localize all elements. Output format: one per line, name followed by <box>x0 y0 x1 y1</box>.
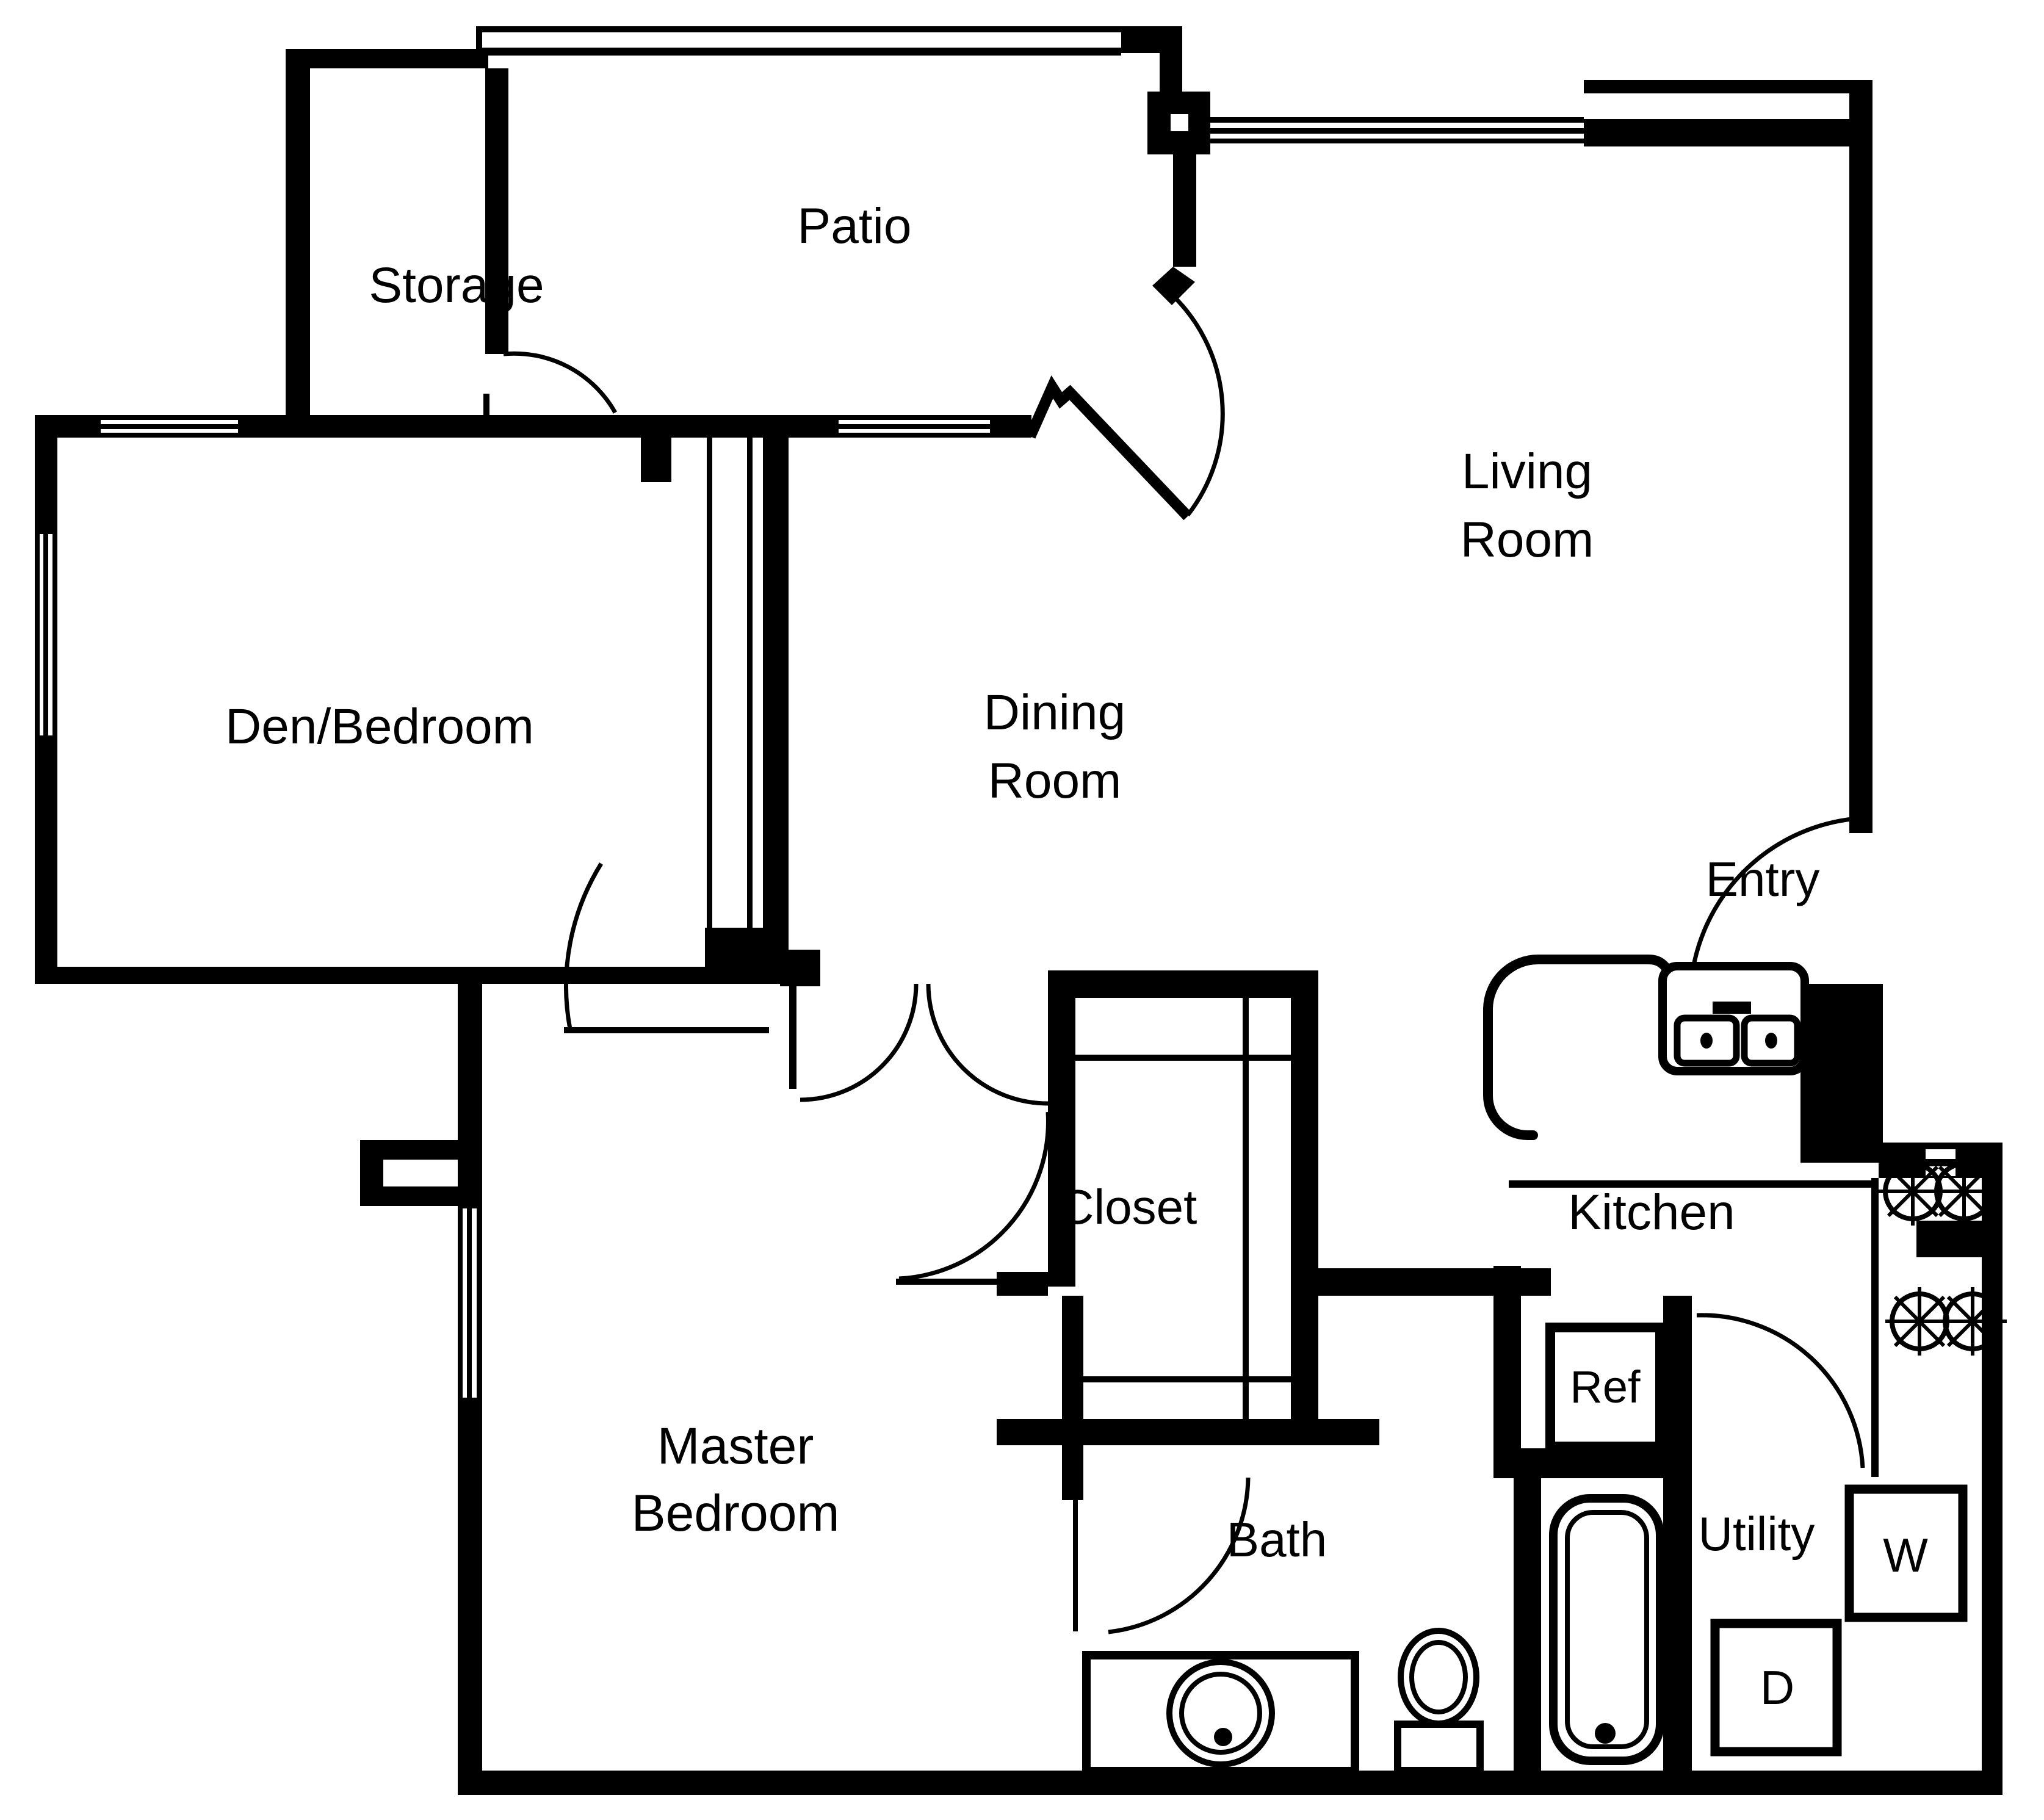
refrigerator <box>1545 1323 1665 1451</box>
living-room-right-wall <box>1849 80 1872 833</box>
sink-drain-right <box>1765 1033 1777 1049</box>
patio-door-arc <box>1167 290 1225 517</box>
room-label-master-bedroom-line2: Bedroom <box>632 1484 840 1542</box>
room-label-den-bedroom: Den/Bedroom <box>225 699 534 754</box>
storage-top-wall <box>286 49 488 68</box>
patio-post-lower-wall <box>1173 154 1196 267</box>
living-room-top-thin-line <box>1584 80 1872 93</box>
tub-left-wall <box>1514 1478 1541 1771</box>
den-pocket-door <box>641 421 820 986</box>
room-label-master-bedroom-line1: Master <box>657 1417 814 1475</box>
vestibule-wall-stub <box>997 1272 1048 1296</box>
patio-door-jamb-diamond <box>1152 267 1195 305</box>
walls <box>35 26 2002 1795</box>
storage-left-wall <box>286 49 310 438</box>
entry-corner-mass <box>1800 984 1883 1163</box>
vanity-sink-inner <box>1179 1672 1262 1755</box>
hall-double-door-right-arc <box>926 983 1049 1106</box>
room-label-dining-room-line1: Dining <box>984 685 1125 740</box>
closet-shelf-line-top <box>1075 1055 1291 1061</box>
hall-double-door-left-arc <box>800 983 919 1102</box>
room-label-bath: Bath <box>1227 1512 1327 1567</box>
entry-curved-counter-wall <box>1483 955 1689 1140</box>
room-label-living-room-line2: Room <box>1461 512 1594 568</box>
toilet-tank <box>1394 1721 1484 1774</box>
hall-door-leaf <box>789 984 796 1089</box>
room-label-dining-room-line2: Room <box>988 753 1122 809</box>
vestibule-door-line <box>896 1279 997 1285</box>
ref-pocket-walls <box>1493 1266 1692 1478</box>
stove-center-block <box>1916 1221 1982 1257</box>
kitchen-utility-door-arc <box>1696 1313 1865 1468</box>
exterior-bump-out <box>360 1140 458 1206</box>
master-bath-wall <box>1062 1296 1083 1500</box>
living-room-top-wall <box>1584 119 1872 146</box>
bath-fixtures <box>1082 1494 1664 1775</box>
sink-faucet <box>1713 1002 1751 1014</box>
room-label-washer: W <box>1883 1528 1928 1582</box>
room-label-ref: Ref <box>1570 1362 1641 1412</box>
stove-wall-vent-slot-1 <box>1926 1149 1956 1159</box>
storage-door-arc <box>503 351 618 414</box>
kitchen-double-sink <box>1658 962 1809 1075</box>
patio-post-upper-wall <box>1160 26 1182 92</box>
bath-door-leaf <box>1073 1500 1078 1631</box>
vanity-sink-outer <box>1166 1659 1275 1768</box>
den-top-window <box>101 415 238 438</box>
bathtub-drain <box>1595 1723 1616 1744</box>
living-room-top-window <box>1210 117 1584 143</box>
closet-door-arc <box>898 1111 1050 1281</box>
closet-shelf-line-bottom <box>1075 1376 1291 1382</box>
door-arcs <box>503 290 1871 1634</box>
tub-right-wall <box>1663 1478 1692 1771</box>
washer-box <box>1844 1484 1968 1622</box>
room-label-kitchen: Kitchen <box>1568 1185 1735 1240</box>
room-label-closet: Closet <box>1059 1180 1197 1234</box>
den-bottom-hall-wall <box>35 967 800 984</box>
room-label-dryer: D <box>1760 1661 1794 1714</box>
right-exterior-wall-lower <box>1982 1178 2002 1795</box>
closet-shelf-line-vertical <box>1243 998 1249 1419</box>
room-label-entry: Entry <box>1706 852 1820 906</box>
patio-railing <box>476 26 1161 56</box>
dryer-box <box>1710 1619 1842 1757</box>
room-label-utility: Utility <box>1699 1507 1815 1561</box>
bathtub <box>1549 1494 1664 1765</box>
den-door-arc <box>564 862 603 1030</box>
stove-counter-edge <box>1871 1178 1879 1477</box>
utility-appliances <box>1710 1484 1968 1757</box>
vanity-sink-drain <box>1214 1728 1232 1746</box>
master-left-window <box>458 1208 482 1398</box>
storage-right-wall <box>485 68 508 354</box>
bath-door-arc <box>1108 1477 1251 1634</box>
room-label-patio: Patio <box>798 198 912 254</box>
room-label-living-room-line1: Living <box>1462 444 1592 499</box>
toilet <box>1394 1628 1484 1774</box>
kitchen-counter-front-edge <box>1509 1180 1879 1188</box>
kitchen-fixtures <box>1483 955 2007 1477</box>
patio-door-leaf-zigzag <box>1025 375 1192 521</box>
storage-door-jamb <box>483 394 489 415</box>
den-door-leaf <box>564 1027 769 1033</box>
entry-door-arc <box>1688 815 1871 989</box>
sink-drain-left <box>1700 1033 1713 1049</box>
window-post-hole <box>1171 114 1188 131</box>
room-label-storage: Storage <box>369 258 544 313</box>
toilet-bowl-inner <box>1409 1640 1468 1714</box>
patio-bottom-window <box>839 415 990 438</box>
closet-walls <box>997 970 1379 1445</box>
den-left-window <box>35 534 57 735</box>
